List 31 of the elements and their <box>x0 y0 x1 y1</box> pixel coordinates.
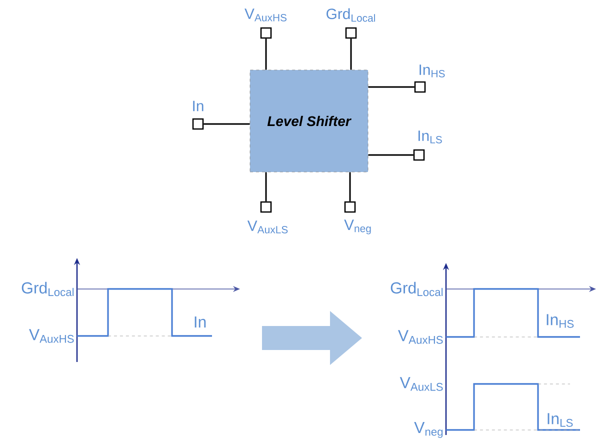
pin-square <box>414 81 426 93</box>
pin-label: Grd$_{Local}$ <box>326 8 376 22</box>
pin-square <box>345 27 357 39</box>
level-label: V$_{neg}$ <box>414 422 443 438</box>
level-label: In$_{HS}$ <box>546 314 574 328</box>
pin-square <box>192 118 204 130</box>
level-label: Grd$_{Local}$ <box>390 282 443 296</box>
connector-line <box>368 154 414 156</box>
pin-square <box>413 149 425 161</box>
level-label: In$_{LS}$ <box>548 413 573 427</box>
pin-label: V$_{AuxHS}$ <box>244 8 287 22</box>
pin-label: V$_{neg}$ <box>344 220 371 234</box>
pin-label: V$_{AuxLS}$ <box>247 220 288 234</box>
connector-line <box>265 172 267 202</box>
connector-line <box>349 172 351 202</box>
connector-line <box>265 38 267 70</box>
connector-line <box>350 38 352 70</box>
level-label: Grd$_{Local}$ <box>22 282 74 296</box>
pin-square <box>260 27 272 39</box>
pin-square <box>260 201 272 213</box>
pin-square <box>344 201 356 213</box>
connector-line <box>204 123 250 125</box>
level-label: V$_{AuxHS}$ <box>398 330 443 344</box>
pin-label: In$_{LS}$ <box>418 130 442 144</box>
pin-label: In$_{HS}$ <box>420 64 445 78</box>
pin-label: In <box>193 100 204 112</box>
level-label: V$_{AuxLS}$ <box>400 377 443 391</box>
connector-line <box>368 86 414 88</box>
level-label: In <box>194 316 206 328</box>
level-shifter-box: Level Shifter <box>250 70 368 172</box>
level-label: V$_{AuxHS}$ <box>29 329 74 343</box>
